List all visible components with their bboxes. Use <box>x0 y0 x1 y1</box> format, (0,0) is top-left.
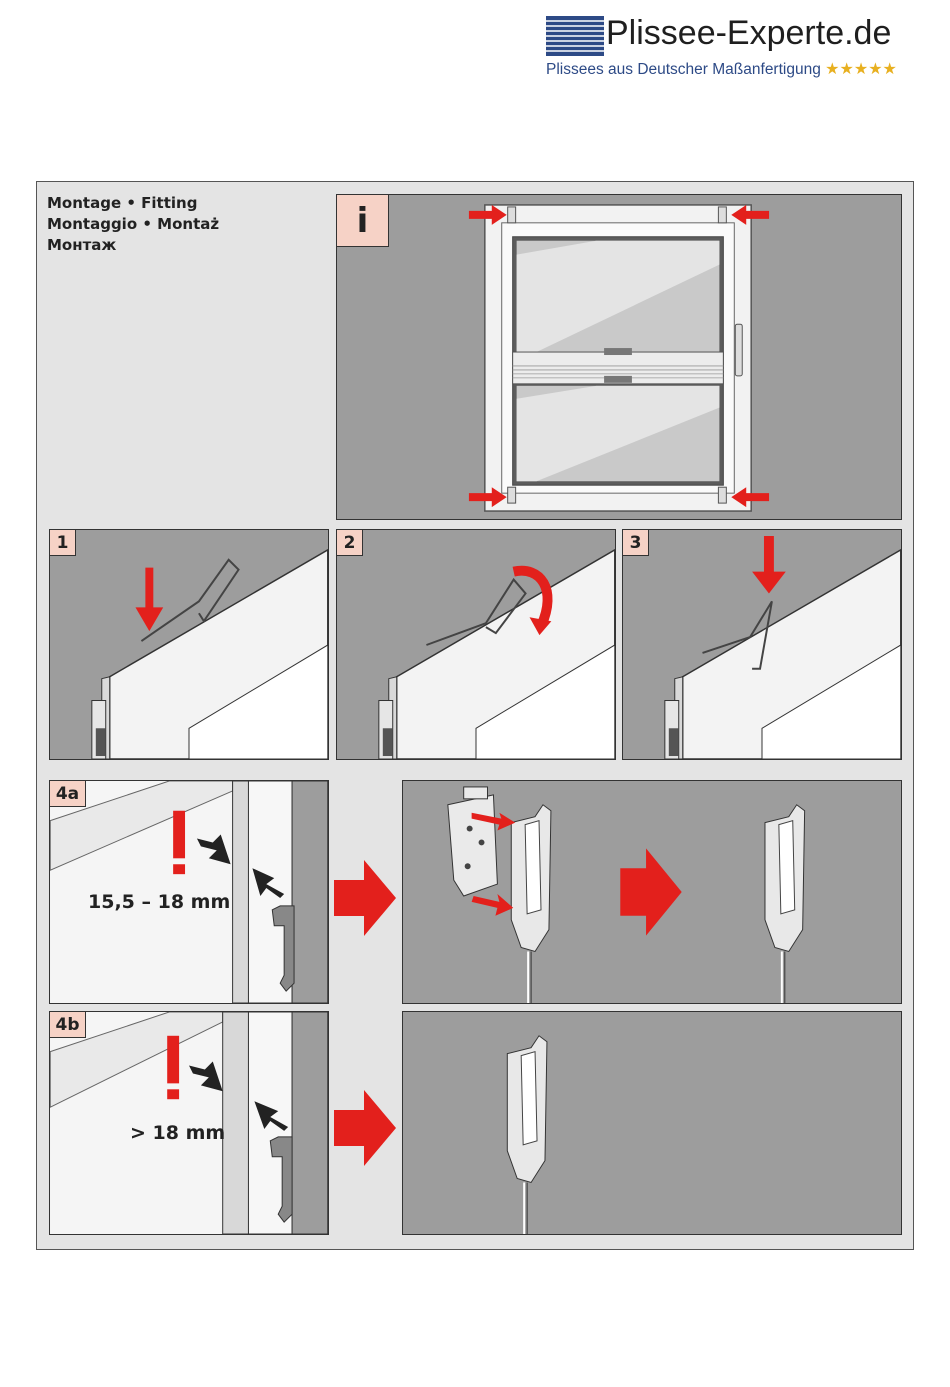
panel-step-2: 2 <box>336 529 616 760</box>
arrow-4b-right-icon <box>334 1090 396 1166</box>
brand-tagline: Plissees aus Deutscher Maßanfertigung ★★… <box>546 59 897 79</box>
panel-step-3: 3 <box>622 529 902 760</box>
step-4a-clip-illustration <box>403 781 901 1003</box>
heading-line-3: Монтаж <box>47 235 219 256</box>
panel-step-4b-measure: 4b > 18 mm <box>49 1011 329 1235</box>
step-4b-clip-illustration <box>403 1012 901 1234</box>
step-1-illustration <box>50 530 328 759</box>
heading-line-1: Montage • Fitting <box>47 193 219 214</box>
tagline-text: Plissees aus Deutscher Maßanfertigung <box>546 61 821 78</box>
window-illustration <box>337 195 901 519</box>
arrow-4a-right-icon <box>334 860 396 936</box>
step-2-illustration <box>337 530 615 759</box>
logo-icon <box>546 16 604 56</box>
panel-step-1: 1 <box>49 529 329 760</box>
rating-stars: ★★★★★ <box>825 61 897 78</box>
heading-line-2: Montaggio • Montaż <box>47 214 219 235</box>
measurement-4b: > 18 mm <box>130 1122 225 1144</box>
badge-step-1: 1 <box>50 530 76 556</box>
badge-step-2: 2 <box>337 530 363 556</box>
fitting-heading: Montage • Fitting Montaggio • Montaż Мон… <box>47 193 219 256</box>
measurement-4a: 15,5 – 18 mm <box>88 891 230 913</box>
step-3-illustration <box>623 530 901 759</box>
panel-step-4b-clip <box>402 1011 902 1235</box>
panel-info-window: i <box>336 194 902 520</box>
badge-step-4a: 4a <box>50 781 86 807</box>
badge-step-4b: 4b <box>50 1012 86 1038</box>
panel-step-4a-measure: 4a 15,5 – 18 mm <box>49 780 329 1004</box>
badge-step-3: 3 <box>623 530 649 556</box>
badge-info: i <box>337 195 389 247</box>
brand-name: Plissee-Experte.de <box>606 14 891 53</box>
panel-step-4a-clip <box>402 780 902 1004</box>
